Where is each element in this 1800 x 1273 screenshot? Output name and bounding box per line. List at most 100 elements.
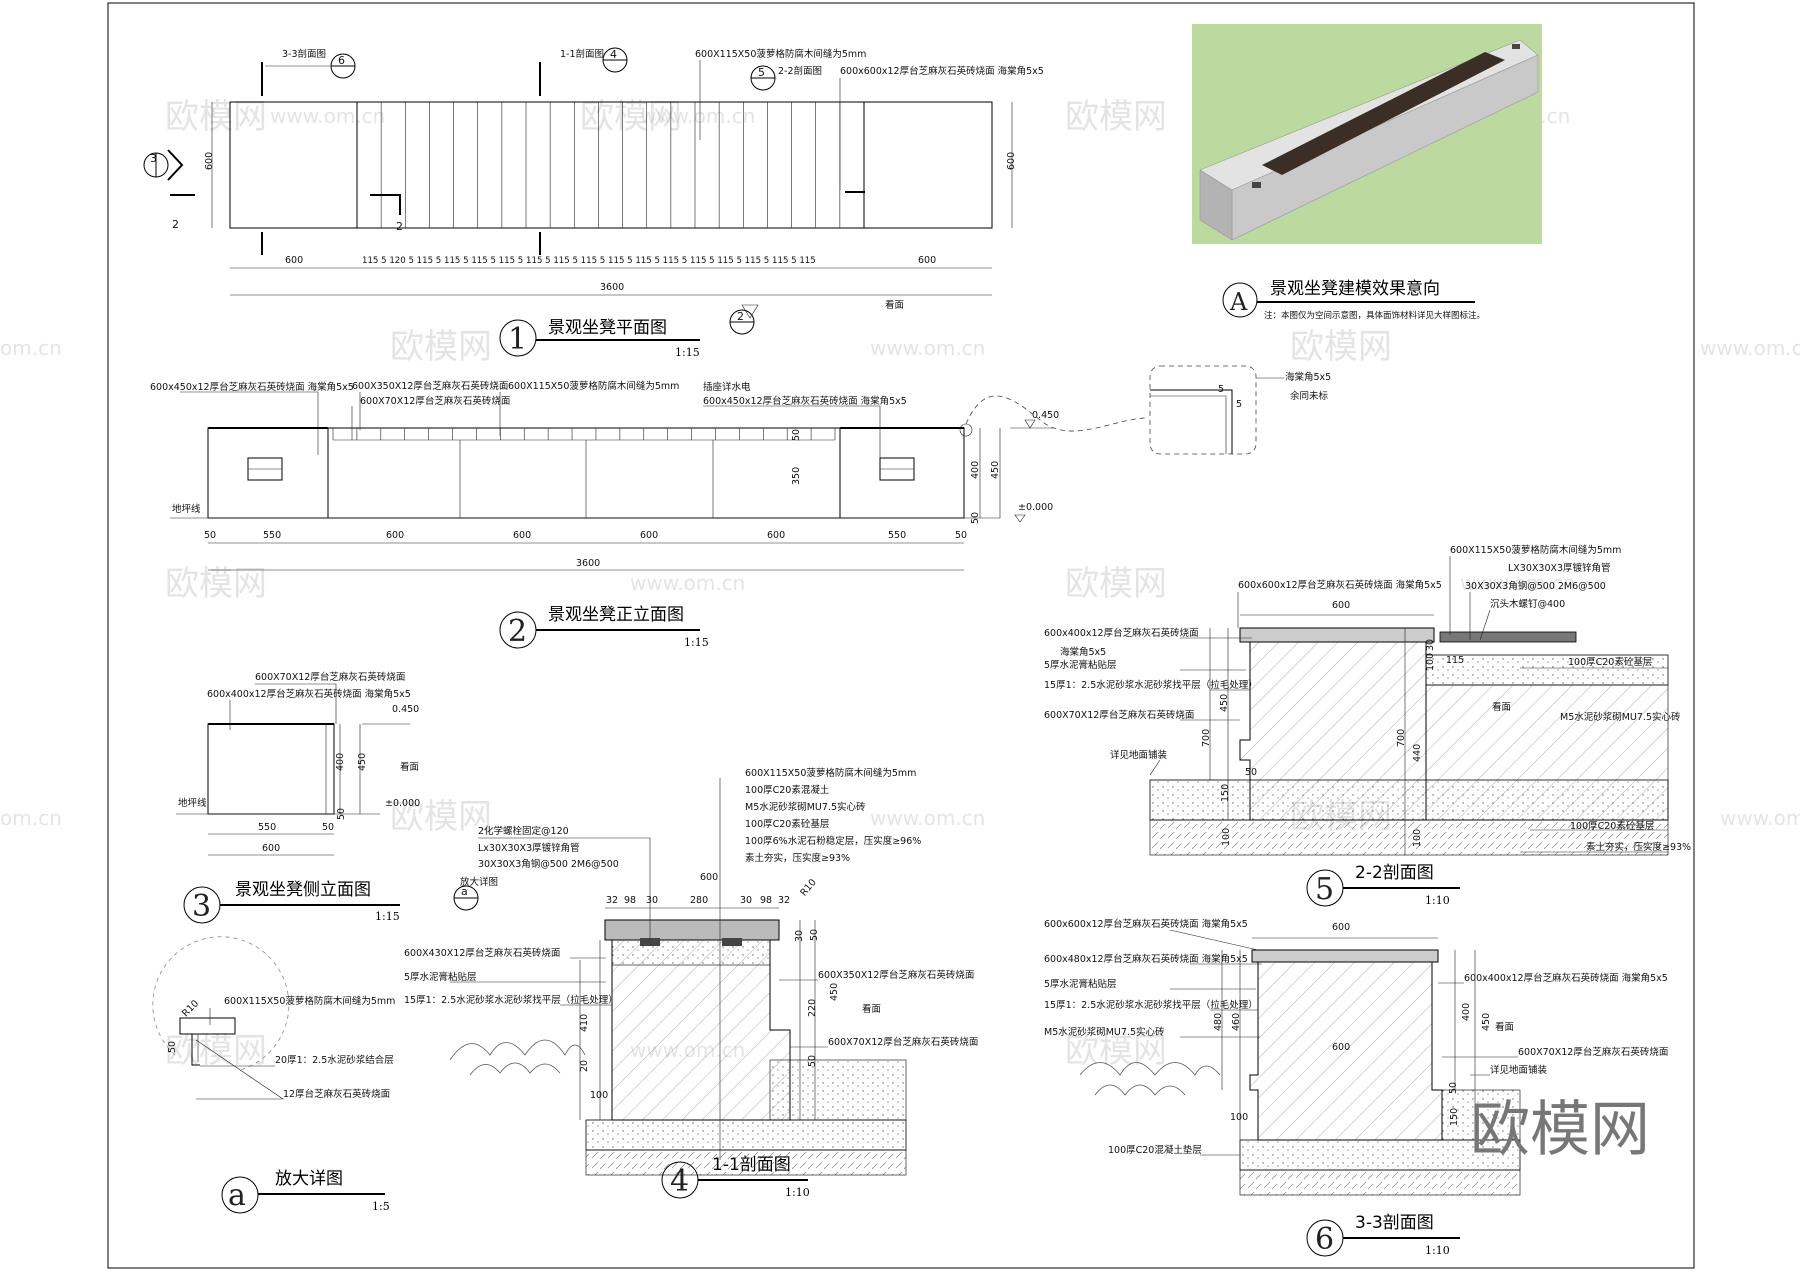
- svg-text:详见地面铺装: 详见地面铺装: [1110, 749, 1168, 761]
- svg-text:450: 450: [990, 461, 1001, 479]
- svg-text:www.om.cn: www.om.cn: [870, 806, 985, 830]
- svg-text:3: 3: [150, 152, 157, 165]
- svg-text:om.cn: om.cn: [0, 336, 62, 360]
- svg-text:沉头木螺钉@400: 沉头木螺钉@400: [1490, 598, 1565, 610]
- svg-text:460: 460: [1231, 1013, 1242, 1031]
- svg-text:欧模网: 欧模网: [1290, 327, 1392, 367]
- svg-text:欧模网: 欧模网: [165, 564, 267, 604]
- svg-text:32: 32: [606, 895, 618, 906]
- svg-text:www.om.cn: www.om.cn: [640, 104, 755, 128]
- svg-text:1:10: 1:10: [785, 1186, 810, 1199]
- svg-text:600: 600: [285, 255, 303, 266]
- svg-text:www.om.cn: www.om.cn: [630, 571, 745, 595]
- svg-text:600: 600: [1332, 922, 1350, 933]
- svg-text:1:5: 1:5: [372, 1200, 390, 1213]
- svg-text:欧模网: 欧模网: [1065, 564, 1167, 604]
- svg-text:5: 5: [758, 66, 765, 79]
- watermarks: 欧模网 www.om.cn 欧模网 www.om.cn 欧模网 www.om.c…: [0, 97, 1800, 1071]
- model-note: 注：本图仅为空间示意图，具体面饰材料详见大样图标注。: [1264, 310, 1485, 321]
- svg-text:600: 600: [204, 152, 215, 170]
- svg-text:看面: 看面: [885, 299, 904, 311]
- svg-text:看面: 看面: [1495, 1021, 1514, 1033]
- svg-text:100: 100: [1425, 653, 1436, 671]
- svg-text:600: 600: [262, 843, 280, 854]
- svg-text:98: 98: [760, 895, 772, 906]
- svg-text:550: 550: [258, 822, 276, 833]
- plan-cut33-label: 3-3剖面图: [282, 48, 326, 60]
- corner-detail-callout: 5 5 海棠角5x5 余同未标: [965, 365, 1331, 455]
- plan-stone-label: 600x600x12厚台芝麻灰石英砖烧面 海棠角5x5: [840, 65, 1044, 77]
- svg-text:1:15: 1:15: [675, 346, 700, 359]
- svg-text:30: 30: [740, 895, 752, 906]
- svg-text:100厚C20混凝土垫层: 100厚C20混凝土垫层: [1108, 1144, 1202, 1156]
- svg-text:1:15: 1:15: [375, 910, 400, 923]
- svg-text:100: 100: [1221, 828, 1232, 846]
- svg-text:M5水泥砂浆砌MU7.5实心砖: M5水泥砂浆砌MU7.5实心砖: [1560, 711, 1681, 723]
- svg-text:2: 2: [172, 218, 179, 231]
- svg-text:440: 440: [1412, 744, 1423, 762]
- svg-text:600: 600: [386, 530, 404, 541]
- svg-text:欧模网: 欧模网: [580, 97, 682, 137]
- svg-text:450: 450: [1219, 694, 1230, 712]
- svg-text:欧模网: 欧模网: [165, 97, 267, 137]
- svg-text:2化学螺栓固定@120: 2化学螺栓固定@120: [478, 825, 569, 837]
- svg-text:插座详水电: 插座详水电: [703, 381, 751, 393]
- svg-text:600X70X12厚台芝麻灰石英砖烧面: 600X70X12厚台芝麻灰石英砖烧面: [255, 671, 405, 683]
- svg-text:2: 2: [508, 614, 527, 649]
- svg-text:4: 4: [610, 48, 617, 61]
- svg-text:100: 100: [1412, 829, 1423, 847]
- plan-title: 景观坐凳平面图: [548, 318, 667, 338]
- svg-text:600x480x12厚台芝麻灰石英砖烧面 海棠角5x5: 600x480x12厚台芝麻灰石英砖烧面 海棠角5x5: [1044, 953, 1248, 965]
- svg-text:5: 5: [1236, 399, 1242, 410]
- svg-text:50: 50: [167, 1041, 178, 1053]
- svg-text:M5水泥砂浆砌MU7.5实心砖: M5水泥砂浆砌MU7.5实心砖: [745, 801, 866, 813]
- svg-text:400: 400: [1461, 1003, 1472, 1021]
- svg-text:海棠角5x5: 海棠角5x5: [1060, 646, 1106, 658]
- svg-text:6: 6: [1315, 1222, 1334, 1257]
- svg-text:3600: 3600: [576, 558, 600, 569]
- svg-text:410: 410: [579, 1014, 590, 1032]
- svg-text:350: 350: [791, 467, 802, 485]
- svg-text:2: 2: [737, 310, 744, 323]
- svg-text:15厚1：2.5水泥砂浆水泥砂浆找平层（拉毛处理）: 15厚1：2.5水泥砂浆水泥砂浆找平层（拉毛处理）: [1044, 679, 1258, 691]
- svg-text:欧模网: 欧模网: [1065, 97, 1167, 137]
- svg-text:98: 98: [624, 895, 636, 906]
- svg-text:600: 600: [1332, 1042, 1350, 1053]
- svg-text:450: 450: [829, 983, 840, 1001]
- svg-text:15厚1：2.5水泥砂浆水泥砂浆找平层（拉毛处理）: 15厚1：2.5水泥砂浆水泥砂浆找平层（拉毛处理）: [404, 994, 618, 1006]
- sec11-title: 1-1剖面图: [712, 1155, 791, 1175]
- svg-text:欧模网: 欧模网: [1065, 1031, 1167, 1071]
- svg-text:1:15: 1:15: [684, 636, 709, 649]
- svg-text:600X430X12厚台芝麻灰石英砖烧面: 600X430X12厚台芝麻灰石英砖烧面: [404, 947, 560, 959]
- svg-text:素土夯实，压实度≥93%: 素土夯实，压实度≥93%: [1586, 841, 1691, 853]
- svg-text:700: 700: [1396, 729, 1407, 747]
- side-title: 景观坐凳侧立面图: [235, 880, 371, 900]
- front-title: 景观坐凳正立面图: [548, 605, 684, 625]
- svg-text:0.450: 0.450: [1032, 410, 1059, 421]
- svg-text:600: 600: [513, 530, 531, 541]
- svg-text:海棠角5x5: 海棠角5x5: [1285, 371, 1331, 383]
- svg-text:600x600x12厚台芝麻灰石英砖烧面 海棠角5x5: 600x600x12厚台芝麻灰石英砖烧面 海棠角5x5: [1044, 918, 1248, 930]
- svg-text:30X30X3角钢@500 2M6@500: 30X30X3角钢@500 2M6@500: [1465, 580, 1606, 592]
- svg-text:5: 5: [1315, 872, 1334, 907]
- svg-text:1:10: 1:10: [1425, 1244, 1450, 1257]
- svg-text:50: 50: [336, 808, 347, 820]
- svg-text:6: 6: [338, 54, 345, 67]
- svg-text:600: 600: [767, 530, 785, 541]
- plan-cut11-label: 1-1剖面图: [560, 48, 604, 60]
- svg-text:www.om.cn: www.om.cn: [1720, 806, 1800, 830]
- svg-text:150: 150: [1449, 1108, 1460, 1126]
- front-elevation: 地坪线 600x450x12厚台芝麻灰石英砖烧面 海棠角5x5 600X350X…: [150, 380, 1059, 649]
- svg-text:400: 400: [970, 461, 981, 479]
- svg-text:100: 100: [590, 1090, 608, 1101]
- svg-text:220: 220: [807, 999, 818, 1017]
- svg-text:A: A: [1229, 288, 1248, 316]
- svg-text:100厚C20素混凝土: 100厚C20素混凝土: [745, 784, 830, 796]
- plan-slat-dims: 115 5 120 5 115 5 115 5 115 5 115 5 115 …: [362, 256, 816, 266]
- svg-text:地坪线: 地坪线: [172, 503, 201, 515]
- svg-text:600x400x12厚台芝麻灰石英砖烧面 海棠角5x5: 600x400x12厚台芝麻灰石英砖烧面 海棠角5x5: [1464, 972, 1668, 984]
- svg-text:550: 550: [263, 530, 281, 541]
- svg-text:20: 20: [579, 1060, 590, 1072]
- section-3-3: 600x600x12厚台芝麻灰石英砖烧面 海棠角5x5 600x480x12厚台…: [1044, 918, 1668, 1257]
- svg-text:30: 30: [646, 895, 658, 906]
